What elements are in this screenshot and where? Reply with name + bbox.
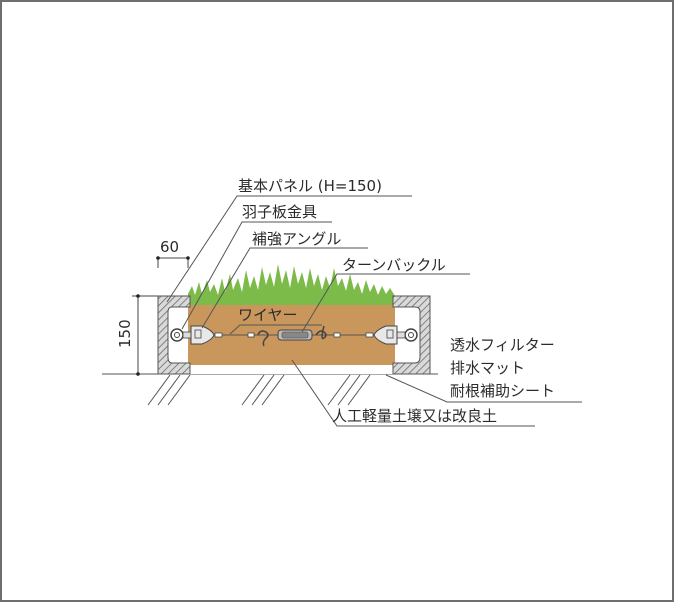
leader-sheets xyxy=(385,374,582,403)
turnbuckle xyxy=(247,325,341,347)
leader-turnbuckle xyxy=(301,273,470,333)
dimension-width-label: 60 xyxy=(160,238,179,256)
drain-layer xyxy=(188,365,395,374)
dimension-height xyxy=(132,294,158,376)
right-panel xyxy=(392,295,431,375)
left-panel xyxy=(157,295,191,375)
right-bracket xyxy=(365,325,418,345)
grass xyxy=(188,264,395,305)
leader-wire xyxy=(229,324,322,335)
label-wire: ワイヤー xyxy=(238,306,298,324)
label-reinforcing-angle: 補強アングル xyxy=(252,230,341,248)
label-root-sheet: 耐根補助シート xyxy=(450,382,555,400)
leader-basic-panel xyxy=(166,195,412,303)
label-drain-mat: 排水マット xyxy=(450,359,525,377)
label-turnbuckle: ターンバックル xyxy=(342,256,446,274)
leader-soil xyxy=(291,359,535,427)
label-basic-panel: 基本パネル (H=150) xyxy=(238,177,382,195)
leader-plank-bracket xyxy=(181,221,332,330)
left-bracket xyxy=(170,325,223,345)
label-filter: 透水フィルター xyxy=(450,336,555,354)
leader-reinforcing-angle xyxy=(201,247,368,329)
dimension-height-label: 150 xyxy=(116,319,134,348)
dimension-width xyxy=(156,256,190,268)
ground-hatch xyxy=(147,374,371,406)
label-plank-bracket: 羽子板金具 xyxy=(242,203,317,221)
label-soil: 人工軽量土壌又は改良土 xyxy=(332,407,497,425)
